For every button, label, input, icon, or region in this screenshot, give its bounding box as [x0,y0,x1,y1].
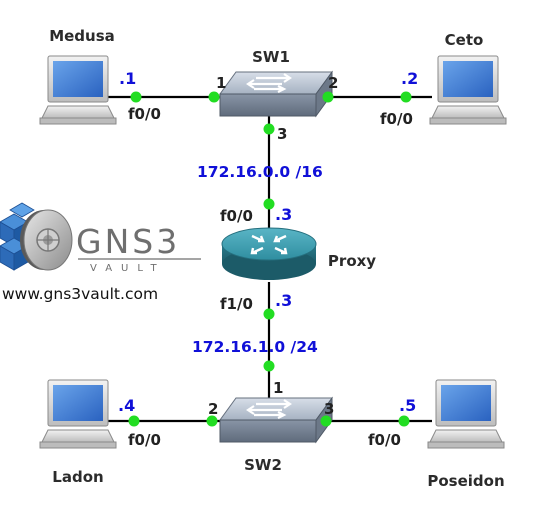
vault-disc-icon [20,209,73,271]
port-dot-ceto [400,91,412,103]
network-label-bg-lower [190,336,342,356]
sw2-port-1-label: 1 [273,379,283,397]
router-top [221,227,317,261]
proxy-f0-interface-label: f0/0 [220,207,253,225]
port-dot-proxy-f1 [263,308,275,320]
ip-suffix-ladon: .4 [118,396,135,415]
port-dot-sw1-2 [322,91,334,103]
sw1-port-2-label: 2 [328,74,338,92]
router-proxy[interactable] [221,227,317,280]
switch-arrows-icon [246,73,292,93]
network-label-bg-upper [196,161,346,181]
proxy-f0-ip-suffix: .3 [275,205,292,224]
host-poseidon[interactable] [427,379,505,449]
gns3vault-logo: GNS3 VAULT www.gns3vault.com [0,202,201,303]
switch-sw1[interactable] [219,70,333,118]
host-label-medusa: Medusa [49,27,115,45]
sw2-port-2-label: 2 [208,400,218,418]
port-dot-sw2-2 [206,415,218,427]
logo-url: www.gns3vault.com [2,285,158,303]
network-label-upper: 172.16.0.0 /16 [197,163,323,181]
router-arrows-icon [250,234,288,255]
interface-label-medusa: f0/0 [128,105,161,123]
port-dot-sw2-1 [263,360,275,372]
router-label-proxy: Proxy [328,252,376,270]
screen-icon [441,385,491,421]
host-label-ceto: Ceto [445,31,484,49]
switch-arrows-icon [246,399,292,419]
sw2-port-3-label: 3 [324,400,334,418]
port-dot-sw2-3 [320,415,332,427]
logo-brand-subtext: VAULT [90,263,166,274]
port-dot-sw1-3 [263,123,275,135]
ip-suffix-poseidon: .5 [399,396,416,415]
interface-label-ceto: f0/0 [380,110,413,128]
proxy-f1-interface-label: f1/0 [220,295,253,313]
cube-stack-icon [0,202,35,271]
port-dot-proxy-f0 [263,198,275,210]
port-dot-poseidon [398,415,410,427]
host-ceto[interactable] [429,55,507,125]
logo-brand-text: GNS3 [76,222,180,261]
ip-suffix-medusa: .1 [119,69,136,88]
screen-icon [53,385,103,421]
sw1-port-1-label: 1 [216,74,226,92]
port-dots [128,91,412,427]
port-dot-ladon [128,415,140,427]
ip-suffix-ceto: .2 [401,69,418,88]
host-label-poseidon: Poseidon [427,472,504,490]
port-dot-medusa [130,91,142,103]
screen-icon [443,61,493,97]
proxy-f1-ip-suffix: .3 [275,291,292,310]
switch-sw2[interactable] [219,396,333,444]
network-label-lower: 172.16.1.0 /24 [192,338,318,356]
switch-label-sw2: SW2 [244,456,282,474]
host-medusa[interactable] [39,55,117,125]
host-ladon[interactable] [39,379,117,449]
interface-label-poseidon: f0/0 [368,431,401,449]
interface-label-ladon: f0/0 [128,431,161,449]
screen-icon [53,61,103,97]
switch-label-sw1: SW1 [252,48,290,66]
port-dot-sw1-1 [208,91,220,103]
sw1-port-3-label: 3 [277,125,287,143]
host-label-ladon: Ladon [52,468,103,486]
